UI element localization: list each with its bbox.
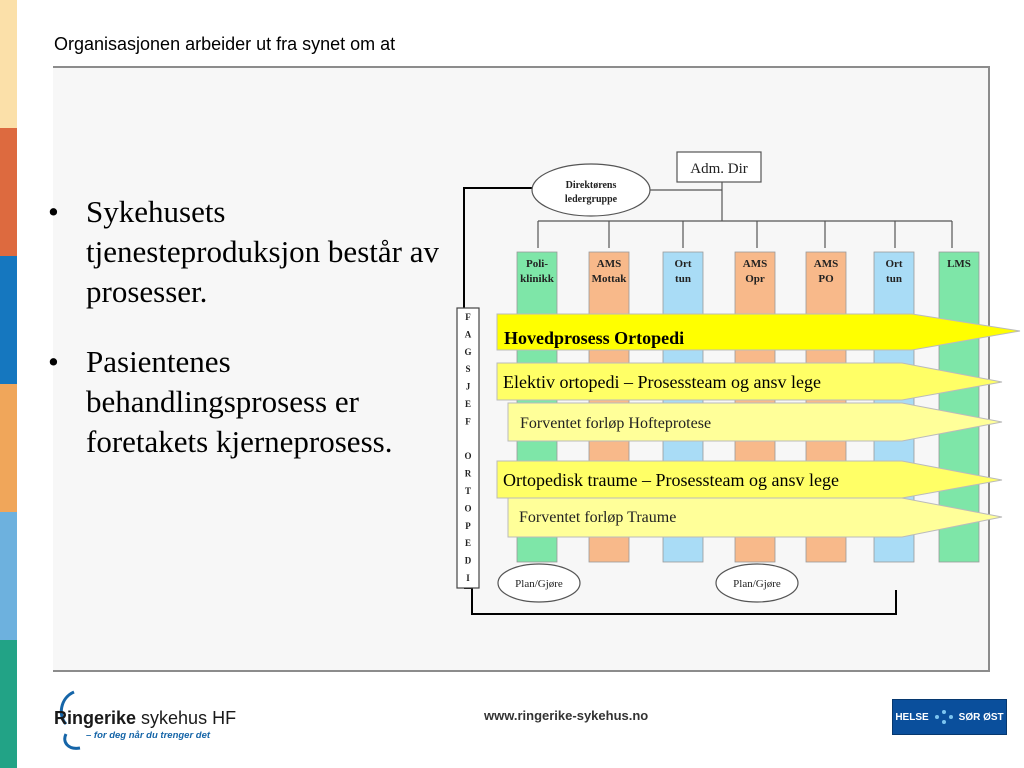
- traume-process-label: Ortopedisk traume – Prosessteam og ansv …: [503, 470, 839, 490]
- elektiv-process-arrow: [496, 362, 1003, 401]
- fagsjef-letter: J: [466, 382, 471, 392]
- stripe-segment: [0, 384, 17, 512]
- department-label: AMS: [597, 258, 621, 270]
- department-label: PO: [818, 273, 834, 285]
- stripe-segment: [0, 512, 17, 640]
- fagsjef-letter: A: [465, 329, 472, 339]
- stripe-segment: [0, 0, 17, 128]
- department-label: klinikk: [520, 273, 555, 285]
- stripe-segment: [0, 128, 17, 256]
- stripe-segment: [0, 640, 17, 768]
- fagsjef-letter: E: [465, 538, 471, 548]
- fagsjef-box: [456, 307, 480, 589]
- bullet-list: Sykehusets tjenesteproduksjon består av …: [44, 192, 444, 492]
- department-label: Poli-: [526, 258, 548, 270]
- hso-text-left: HELSE: [895, 711, 929, 723]
- hospital-tagline: – for deg når du trenger det: [86, 730, 211, 741]
- traume-forlop-arrow: [507, 497, 1003, 538]
- bullet-item: Pasientenes behandlingsprosess er foreta…: [44, 342, 444, 462]
- fagsjef-letter: S: [465, 364, 470, 374]
- department-label: Mottak: [592, 273, 628, 285]
- department-label: Ort: [885, 258, 902, 270]
- department-label: AMS: [743, 258, 767, 270]
- fagsjef-letter: P: [465, 521, 471, 531]
- main-process-label: Hovedprosess Ortopedi: [504, 328, 684, 348]
- traume-process-arrow: [496, 460, 1003, 499]
- helse-sor-ost-logo: HELSE SØR ØST: [892, 699, 1007, 735]
- hofte-forlop-label: Forventet forløp Hofteprotese: [520, 415, 711, 432]
- plan-ellipse-right: [715, 563, 799, 603]
- hospital-name: Ringerike sykehus HF: [54, 708, 237, 728]
- department-label: tun: [886, 273, 902, 285]
- bullet-item: Sykehusets tjenesteproduksjon består av …: [44, 192, 444, 312]
- fagsjef-letter: O: [464, 451, 471, 461]
- fagsjef-letter: I: [466, 573, 470, 583]
- department-label: Ort: [674, 258, 691, 270]
- adm-dir-label: Adm. Dir: [690, 161, 748, 177]
- ringerike-logo-mark: [59, 690, 81, 750]
- fagsjef-letter: D: [465, 556, 472, 566]
- department-label: LMS: [947, 258, 971, 270]
- adm-dir-box: [676, 151, 762, 183]
- main-process-arrow: [496, 313, 1021, 351]
- hso-text-right: SØR ØST: [958, 711, 1004, 723]
- plan-ellipse-left: [497, 563, 581, 603]
- ledergruppe-label-2: ledergruppe: [565, 194, 618, 205]
- page-title: Organisasjonen arbeider ut fra synet om …: [54, 34, 396, 54]
- fagsjef-letter: R: [465, 469, 472, 479]
- department-label: tun: [675, 273, 691, 285]
- plan-label-right: Plan/Gjøre: [733, 578, 781, 590]
- fagsjef-letter: F: [465, 312, 471, 322]
- hofte-forlop-arrow: [507, 402, 1003, 442]
- fagsjef-letter: T: [465, 486, 471, 496]
- department-label: AMS: [814, 258, 838, 270]
- fagsjef-letter: E: [465, 399, 471, 409]
- elektiv-process-label: Elektiv ortopedi – Prosessteam og ansv l…: [503, 372, 821, 392]
- ledergruppe-ellipse: [531, 163, 651, 217]
- traume-forlop-label: Forventet forløp Traume: [519, 509, 676, 526]
- fagsjef-letter: F: [465, 416, 471, 426]
- plan-label-left: Plan/Gjøre: [515, 578, 563, 590]
- fagsjef-letter: O: [464, 503, 471, 513]
- fagsjef-letter: G: [464, 347, 471, 357]
- ledergruppe-label-1: Direktørens: [566, 180, 617, 191]
- tree-lines: [537, 182, 953, 248]
- department-label: Opr: [745, 273, 765, 285]
- dots-icon: [934, 710, 953, 724]
- website-url[interactable]: www.ringerike-sykehus.no: [484, 708, 649, 723]
- stripe-segment: [0, 256, 17, 384]
